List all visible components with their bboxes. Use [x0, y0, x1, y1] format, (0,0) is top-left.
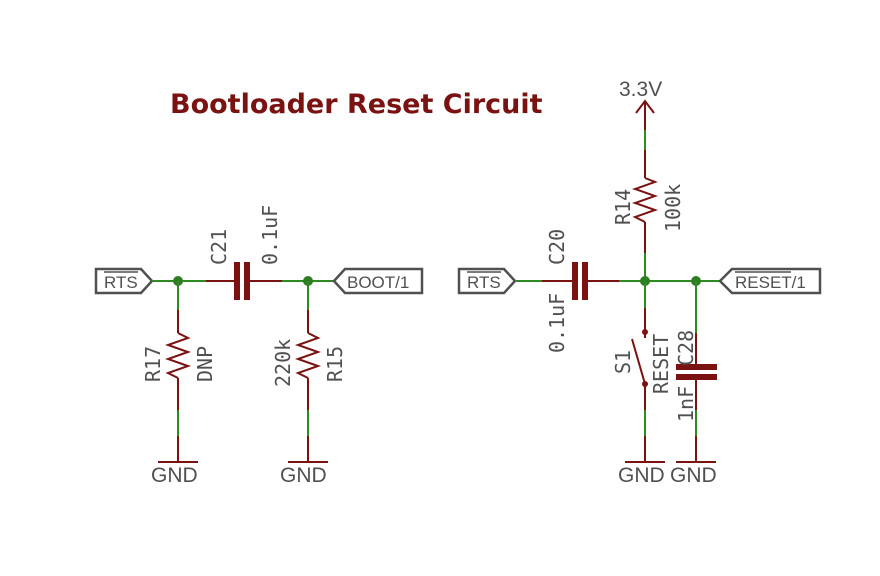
- capacitor-c28[interactable]: [676, 364, 717, 380]
- rts-port-right-label: RTS: [467, 273, 501, 292]
- r14-value: 100k: [661, 184, 685, 232]
- left-circuit: RTS C21 0.1uF BOOT/1 R17 DNP GND: [94, 205, 424, 487]
- gnd-label: GND: [151, 464, 198, 487]
- resistor-r14[interactable]: [631, 177, 659, 223]
- s1-ref: S1: [611, 350, 635, 374]
- gnd-label: GND: [670, 464, 717, 487]
- resistor-r17[interactable]: [164, 332, 192, 379]
- boot-port-label: BOOT/1: [347, 273, 409, 292]
- c20-ref: C20: [545, 229, 569, 265]
- s1-value: RESET: [649, 334, 673, 394]
- c28-ref: C28: [674, 330, 698, 366]
- supply-label: 3.3V: [619, 78, 662, 101]
- c21-value: 0.1uF: [258, 205, 282, 265]
- right-circuit: 3.3V R14 100k RTS C20 0.1uF: [457, 78, 822, 487]
- c21-ref: C21: [207, 229, 231, 265]
- capacitor-c21[interactable]: [234, 262, 250, 300]
- reset-port-label: RESET/1: [735, 273, 806, 292]
- capacitor-c20[interactable]: [572, 262, 588, 300]
- r17-value: DNP: [193, 346, 217, 382]
- rts-port-left-label: RTS: [104, 273, 138, 292]
- r14-ref: R14: [611, 189, 635, 225]
- r15-ref: R15: [323, 346, 347, 382]
- reset-port[interactable]: RESET/1: [718, 267, 822, 295]
- rts-port-right[interactable]: RTS: [457, 267, 517, 295]
- boot-port[interactable]: BOOT/1: [332, 267, 424, 295]
- schematic-title: Bootloader Reset Circuit: [170, 89, 543, 120]
- r15-value: 220k: [271, 339, 295, 387]
- r17-ref: R17: [141, 346, 165, 382]
- rts-port-left[interactable]: RTS: [94, 267, 154, 295]
- gnd-label: GND: [280, 464, 327, 487]
- c28-value: 1nF: [674, 386, 698, 422]
- gnd-label: GND: [618, 464, 665, 487]
- c20-value: 0.1uF: [545, 293, 569, 353]
- resistor-r15[interactable]: [294, 332, 322, 379]
